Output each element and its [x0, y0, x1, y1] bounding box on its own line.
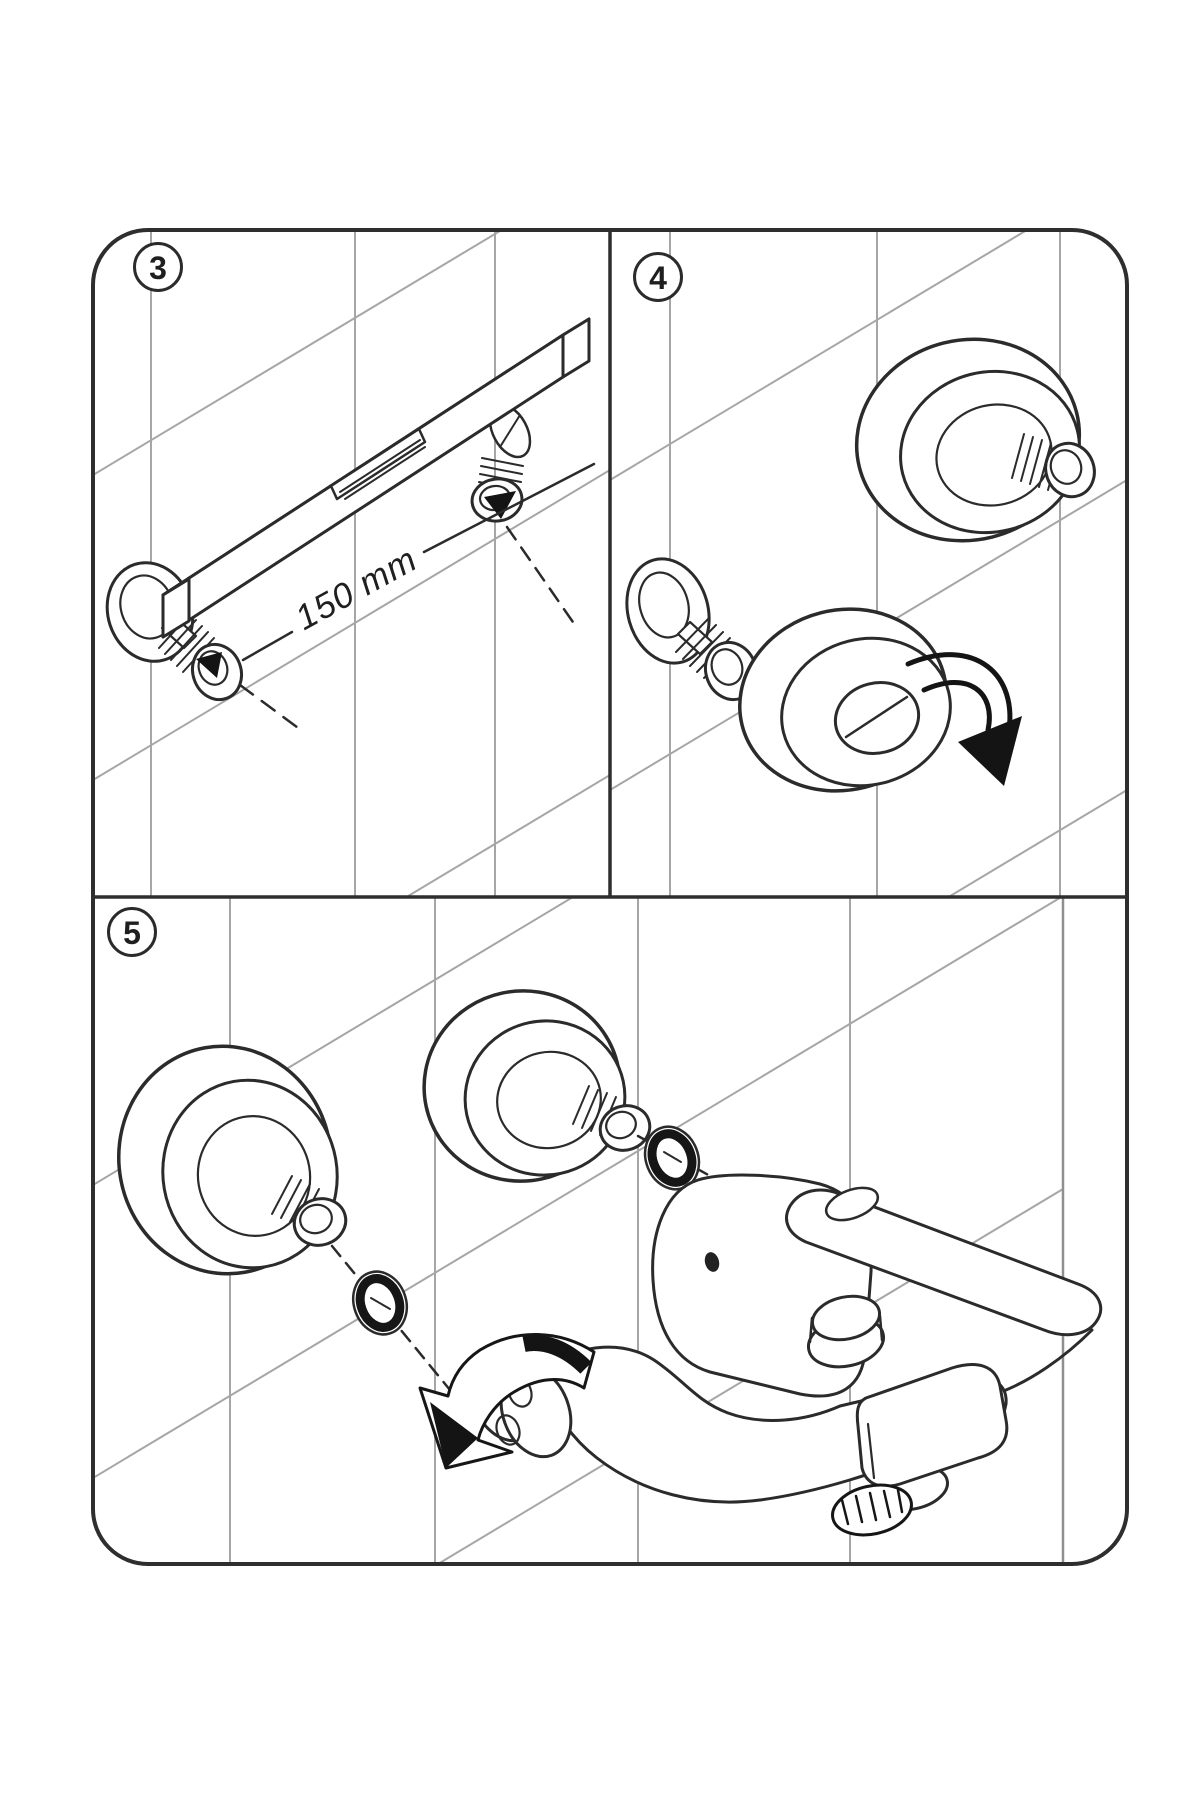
lever-handle — [785, 1188, 1102, 1337]
escutcheon-with-s-union-lower — [116, 1044, 348, 1276]
temp-indicator-dot — [704, 1252, 720, 1272]
handle-cap — [824, 1186, 880, 1222]
step4-illustration — [625, 337, 1096, 793]
step-4-badge: 4 — [633, 252, 683, 302]
step5-illustration — [116, 989, 1102, 1537]
spout — [831, 1363, 1009, 1537]
step-5-badge: 5 — [107, 907, 157, 957]
spout-end — [855, 1363, 1009, 1488]
body-right-edge — [1004, 1328, 1094, 1392]
spacing-gauge-bar — [161, 317, 591, 639]
gasket-lower — [351, 1270, 409, 1336]
escutcheon-ring — [738, 607, 952, 793]
dimension-leader — [241, 462, 596, 662]
insertion-arrow-icon — [484, 491, 516, 519]
s-union — [625, 557, 759, 702]
step-5-number: 5 — [123, 915, 141, 951]
step-3-number: 3 — [149, 250, 167, 286]
step-4-number: 4 — [649, 260, 667, 296]
escutcheon-with-s-union-upper — [422, 989, 652, 1183]
step3-illustration — [105, 317, 596, 735]
bath-mixer-faucet — [418, 1173, 1102, 1537]
gauge-sight-window — [329, 413, 442, 501]
alignment-dashed-line — [238, 683, 307, 735]
escutcheon-with-s-union — [854, 337, 1096, 543]
tighten-arrow-icon — [418, 1333, 596, 1470]
aerator — [831, 1483, 913, 1537]
insertion-arrow-icon — [196, 652, 222, 678]
step-3-badge: 3 — [133, 242, 183, 292]
tile-wall-step3 — [93, 230, 610, 897]
diverter-knob — [806, 1294, 886, 1369]
figure-frame — [91, 228, 1129, 1566]
rotation-arrow-icon — [905, 652, 1022, 786]
alignment-dashed-line — [505, 525, 577, 627]
